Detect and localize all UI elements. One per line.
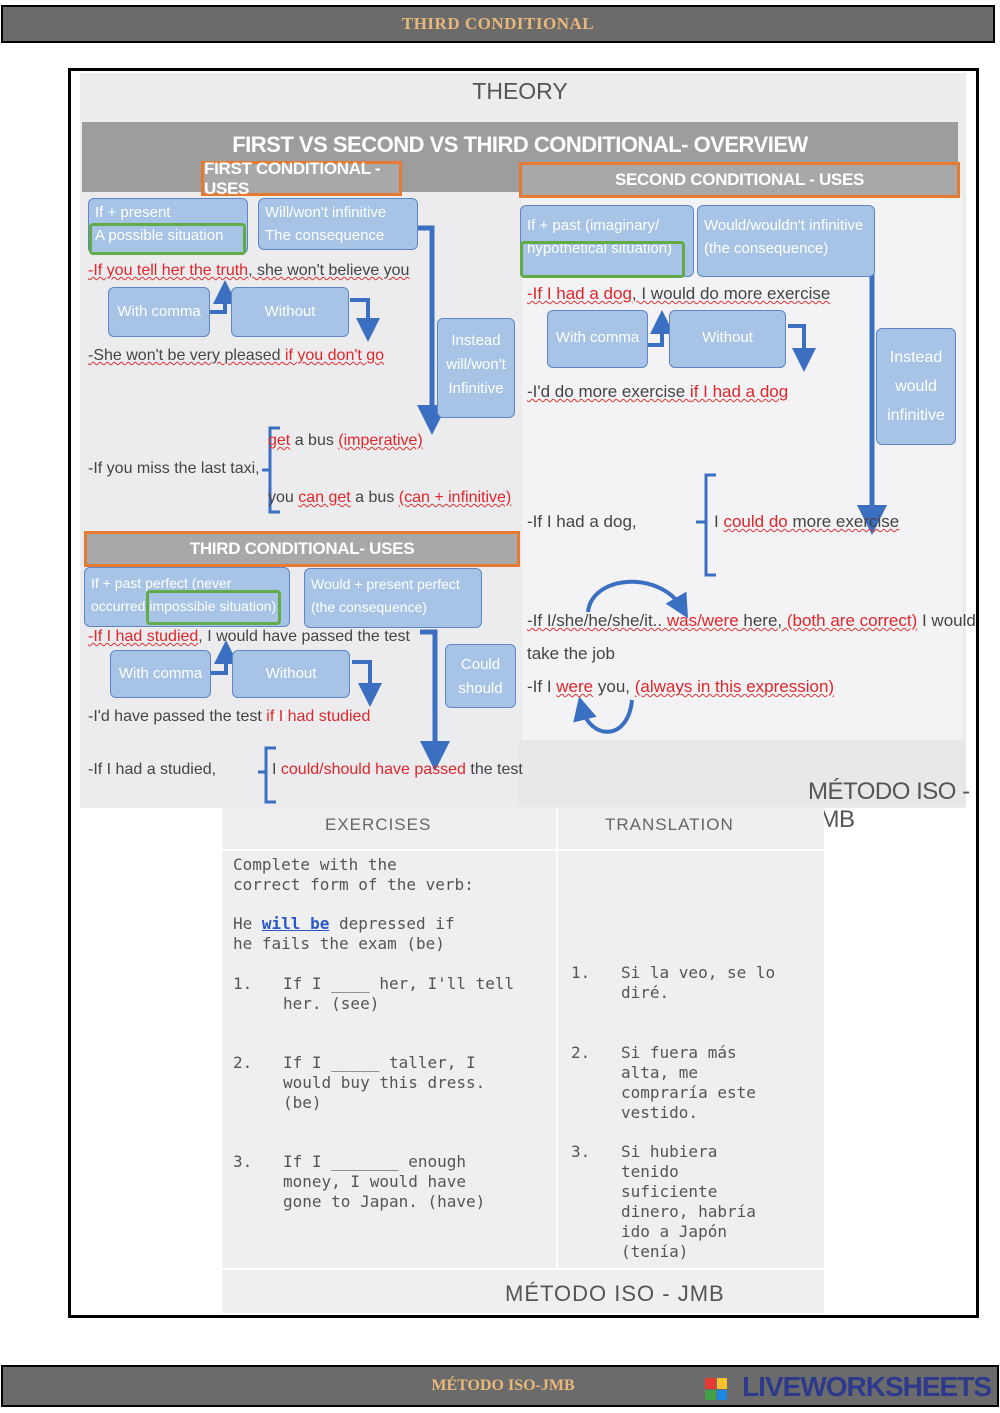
third-comma-arrow-down	[352, 660, 382, 707]
theory-title: THEORY	[472, 78, 568, 104]
second-would-label: Would/wouldn't infinitive	[704, 217, 864, 234]
third-could-should-box: Could should	[445, 644, 516, 708]
third-example-2: -I'd have passed the test if I had studi…	[88, 708, 371, 725]
header-divider	[222, 849, 824, 851]
first-if-label: If + present	[95, 204, 171, 221]
translation-heading: TRANSLATION	[605, 815, 734, 834]
first-arrow	[417, 225, 447, 435]
second-conditional-panel	[522, 195, 962, 743]
third-would-box: Would + present perfect (the consequence…	[304, 568, 482, 628]
second-situation-label: hypothetical situation)	[527, 240, 673, 257]
first-with-comma: With comma	[108, 287, 210, 337]
third-if-box: If + past perfect (never occurred imposs…	[84, 567, 290, 627]
third-arrow	[420, 629, 450, 771]
column-divider	[556, 808, 558, 1268]
first-instead-box: Instead will/won't Infinitive	[437, 318, 515, 418]
second-arrow	[856, 259, 887, 535]
second-could-do: I could do more exercise	[714, 512, 900, 531]
third-could-should: I could/should have passed the test	[272, 761, 523, 778]
exercises-panel	[222, 808, 824, 1313]
first-comma-arrow-up	[210, 280, 237, 314]
second-were-you: -If I were you, (always in this expressi…	[527, 677, 835, 696]
second-curve-up	[586, 579, 689, 619]
overview-title: FIRST VS SECOND VS THIRD CONDITIONAL- OV…	[232, 132, 808, 157]
second-curve-down	[573, 696, 634, 734]
first-will-label: Will/won't infinitive	[265, 204, 387, 221]
second-instead-box: Instead would infinitive	[876, 328, 956, 445]
second-consequence-label: (the consequence)	[704, 240, 829, 257]
second-with-comma: With comma	[547, 310, 648, 368]
second-was-were: -If I/she/he/she/it.. was/were here, (bo…	[527, 611, 976, 630]
footer-label: MÉTODO ISO-JMB	[431, 1377, 575, 1394]
exercise-example: He will be depressed if he fails the exa…	[233, 914, 455, 953]
theory-brand: MÉTODO ISO - JMB	[808, 778, 970, 833]
third-situation-label: impossible situation)	[149, 598, 277, 614]
second-comma-arrow-down	[788, 324, 816, 372]
translation-1-number: 1.	[571, 963, 591, 982]
second-conditional-title: SECOND CONDITIONAL - USES	[519, 162, 960, 198]
first-can-get: you can get a bus (can + infinitive)	[268, 489, 512, 506]
first-consequence-label: The consequence	[265, 227, 385, 244]
first-if-box: If + present A possible situation	[88, 198, 248, 254]
first-comma-arrow-down	[350, 298, 380, 342]
third-without-comma: Without comma	[232, 650, 350, 724]
second-would-box: Would/wouldn't infinitive (the consequen…	[697, 205, 875, 277]
footer-divider	[222, 1268, 824, 1270]
second-brace	[696, 473, 716, 577]
second-green-highlight	[520, 241, 685, 278]
liveworksheets-logo[interactable]: LIVEWORKSHEETS	[742, 1371, 992, 1402]
header-bar: THIRD CONDITIONAL	[1, 5, 995, 43]
translation-3-number: 3.	[571, 1142, 591, 1161]
third-conditional-title: THIRD CONDITIONAL- USES	[84, 531, 520, 567]
exercise-3-text[interactable]: If I _______ enough money, I would have …	[283, 1152, 486, 1211]
header-title: THIRD CONDITIONAL	[401, 14, 595, 33]
first-get-imperative: get a bus (imperative)	[268, 432, 423, 449]
exercise-instruction: Complete with the correct form of the ve…	[233, 855, 474, 894]
third-with-comma: With comma	[110, 650, 211, 698]
third-studied: -If I had a studied,	[88, 761, 217, 778]
third-would-label: Would + present perfect	[311, 576, 460, 592]
third-brace	[258, 746, 276, 804]
second-take-job: take the job	[527, 644, 615, 663]
second-example-2: -I'd do more exercise if I had a dog	[527, 382, 789, 401]
second-without-comma: Without comma	[669, 310, 786, 396]
first-without-comma: Without comma	[231, 287, 349, 364]
first-example-2: -She won't be very pleased if you don't …	[88, 347, 385, 364]
liveworksheets-logo-icon	[705, 1378, 727, 1400]
exercise-1-number: 1.	[233, 974, 253, 993]
second-if-label: If + past (imaginary/	[527, 217, 660, 234]
first-green-highlight	[89, 223, 246, 255]
first-will-box: Will/won't infinitive The consequence	[258, 198, 418, 250]
exercise-2-number: 2.	[233, 1053, 253, 1072]
first-conditional-title: FIRST CONDITIONAL - USES	[201, 159, 402, 198]
first-brace	[262, 426, 280, 514]
third-example-1: -If I had studied, I would have passed t…	[88, 628, 410, 645]
translation-3-text: Si hubiera tenido suficiente dinero, hab…	[621, 1142, 756, 1261]
first-example-1: -If you tell her the truth, she won't be…	[88, 262, 410, 279]
translation-1-text: Si la veo, se lo diré.	[621, 963, 776, 1002]
third-green-highlight	[146, 590, 281, 625]
first-situation-label: A possible situation	[95, 227, 224, 244]
second-example-1: -If I had a dog, I would do more exercis…	[527, 284, 831, 303]
exercises-heading: EXERCISES	[325, 815, 432, 834]
exercises-brand: MÉTODO ISO - JMB	[505, 1281, 725, 1306]
third-consequence-label: (the consequence)	[311, 599, 427, 615]
third-if-label: If + past perfect (never	[91, 575, 232, 591]
panel-footer-band	[518, 740, 966, 806]
footer-bar: MÉTODO ISO-JMB LIVEWORKSHEETS	[1, 1365, 999, 1407]
second-comma-arrow-up	[648, 310, 674, 347]
first-taxi: -If you miss the last taxi,	[88, 460, 260, 477]
translation-2-number: 2.	[571, 1043, 591, 1062]
third-occurred-label: occurred	[91, 598, 150, 614]
translation-2-text: Si fuera más alta, me compraría este ves…	[621, 1043, 756, 1122]
third-comma-arrow-up	[211, 640, 238, 675]
exercise-1-text[interactable]: If I ____ her, I'll tell her. (see)	[283, 974, 515, 1013]
exercise-3-number: 3.	[233, 1152, 253, 1171]
exercise-2-text[interactable]: If I _____ taller, I would buy this dres…	[283, 1053, 486, 1112]
second-dog: -If I had a dog,	[527, 512, 637, 531]
